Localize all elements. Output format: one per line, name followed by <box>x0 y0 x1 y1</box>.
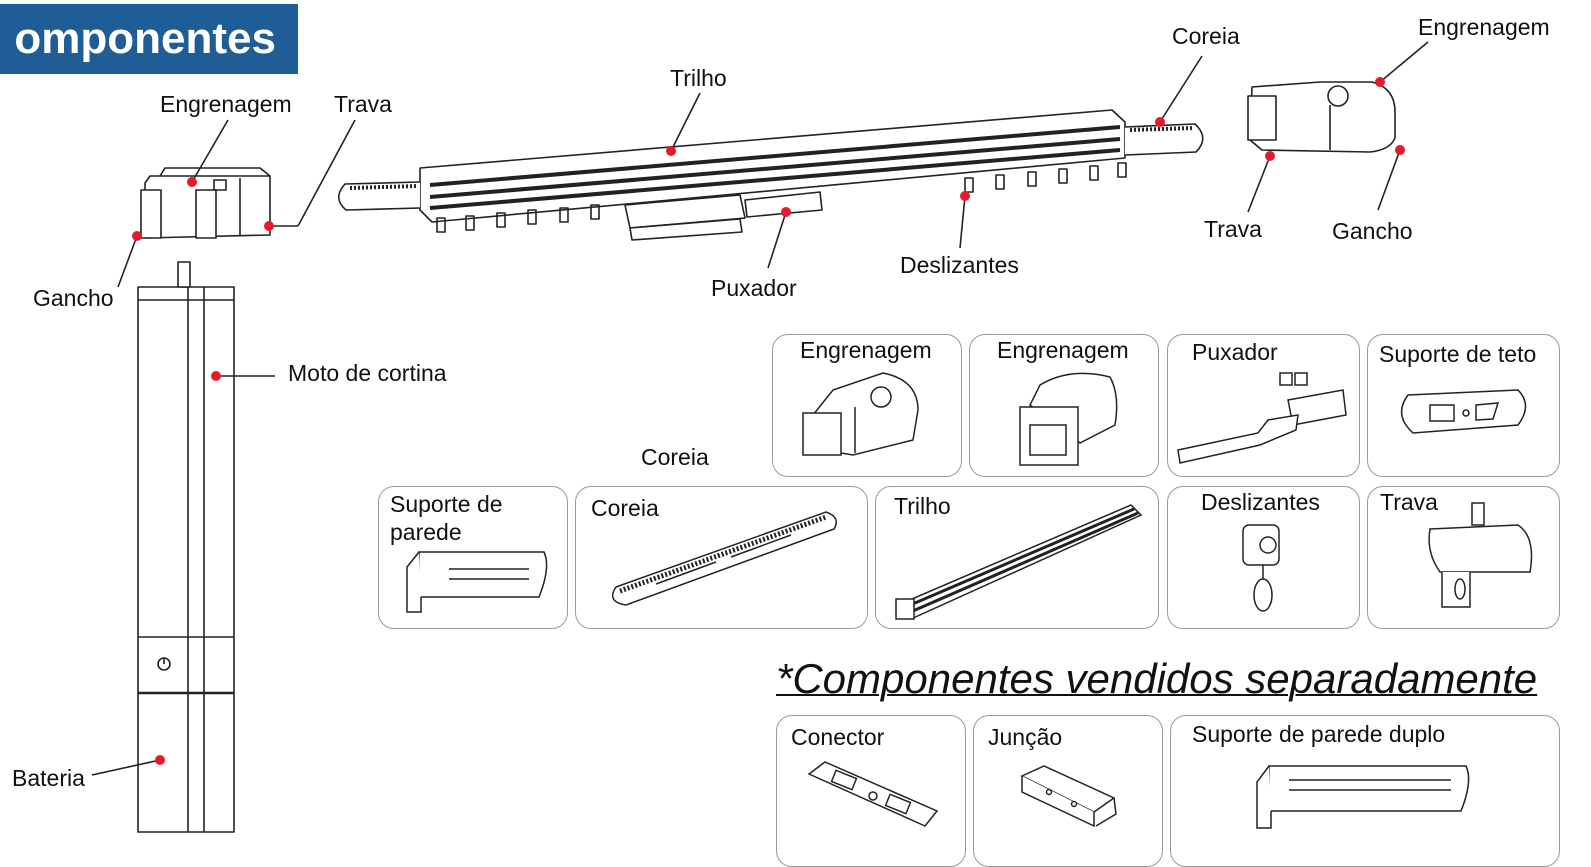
card-title: Puxador <box>1192 339 1278 365</box>
connector-icon <box>807 761 939 827</box>
label-gancho-left: Gancho <box>33 285 114 311</box>
card-coreia: Coreia <box>575 486 868 629</box>
card-suporte-teto: Suporte de teto <box>1367 334 1560 477</box>
label-gancho-right: Gancho <box>1332 218 1413 244</box>
label-deslizantes: Deslizantes <box>900 252 1019 278</box>
card-title: Coreia <box>591 495 659 521</box>
card-trava: Trava <box>1367 486 1560 629</box>
double-wall-bracket-icon <box>1256 765 1470 829</box>
right-gear-unit <box>1247 81 1396 153</box>
label-puxador: Puxador <box>711 275 797 301</box>
markers <box>132 77 1405 765</box>
card-title: Suporte de parede duplo <box>1192 721 1446 747</box>
belt-icon <box>611 511 837 606</box>
label-engrenagem-right: Engrenagem <box>1418 14 1550 40</box>
card-title: Conector <box>791 724 885 750</box>
card-title: Suporte de teto <box>1379 341 1537 367</box>
card-juncao: Junção <box>973 715 1163 867</box>
card-suporte-duplo: Suporte de parede duplo <box>1170 715 1560 867</box>
card-trilho: Trilho <box>875 486 1159 629</box>
ceiling-bracket-icon <box>1400 389 1527 434</box>
rail-icon <box>895 504 1143 620</box>
rail-drawing <box>337 109 1204 241</box>
card-title-line2: parede <box>390 519 462 545</box>
leader-lines <box>91 41 1429 776</box>
label-coreia-top: Coreia <box>1172 23 1240 49</box>
card-engrenagem-2: Engrenagem <box>969 334 1159 477</box>
lock-icon <box>1428 502 1533 608</box>
left-gear-unit <box>140 167 271 239</box>
card-puxador: Puxador <box>1167 334 1360 477</box>
card-title: Engrenagem <box>997 337 1129 363</box>
card-title: Trava <box>1380 489 1438 515</box>
motor-body <box>137 261 235 833</box>
label-motor: Moto de cortina <box>288 360 447 386</box>
wall-bracket-icon <box>406 551 548 613</box>
puller-icon <box>1177 372 1347 464</box>
card-conector: Conector <box>776 715 966 867</box>
slider-icon <box>1242 524 1280 612</box>
junction-icon <box>1020 765 1117 828</box>
card-engrenagem-1: Engrenagem <box>772 334 962 477</box>
label-trilho: Trilho <box>670 65 727 91</box>
card-title: Deslizantes <box>1201 489 1320 515</box>
label-trava-right: Trava <box>1204 216 1262 242</box>
separately-sold-note: *Componentes vendidos separadamente <box>776 655 1538 702</box>
card-title-line1: Suporte de <box>390 491 503 517</box>
title-banner: omponentes <box>0 4 298 74</box>
card-suporte-parede: Suporte de parede <box>378 486 568 629</box>
label-bateria: Bateria <box>12 765 85 791</box>
gear-icon <box>802 372 919 456</box>
card-title: Engrenagem <box>800 337 932 363</box>
page-title: omponentes <box>14 14 276 63</box>
label-trava-left: Trava <box>334 91 392 117</box>
card-title: Trilho <box>894 493 951 519</box>
card-deslizantes: Deslizantes <box>1167 486 1360 629</box>
card-title: Junção <box>988 724 1063 750</box>
label-engrenagem-left: Engrenagem <box>160 91 292 117</box>
gear-icon <box>1019 372 1118 466</box>
label-coreia-mid: Coreia <box>641 444 709 470</box>
